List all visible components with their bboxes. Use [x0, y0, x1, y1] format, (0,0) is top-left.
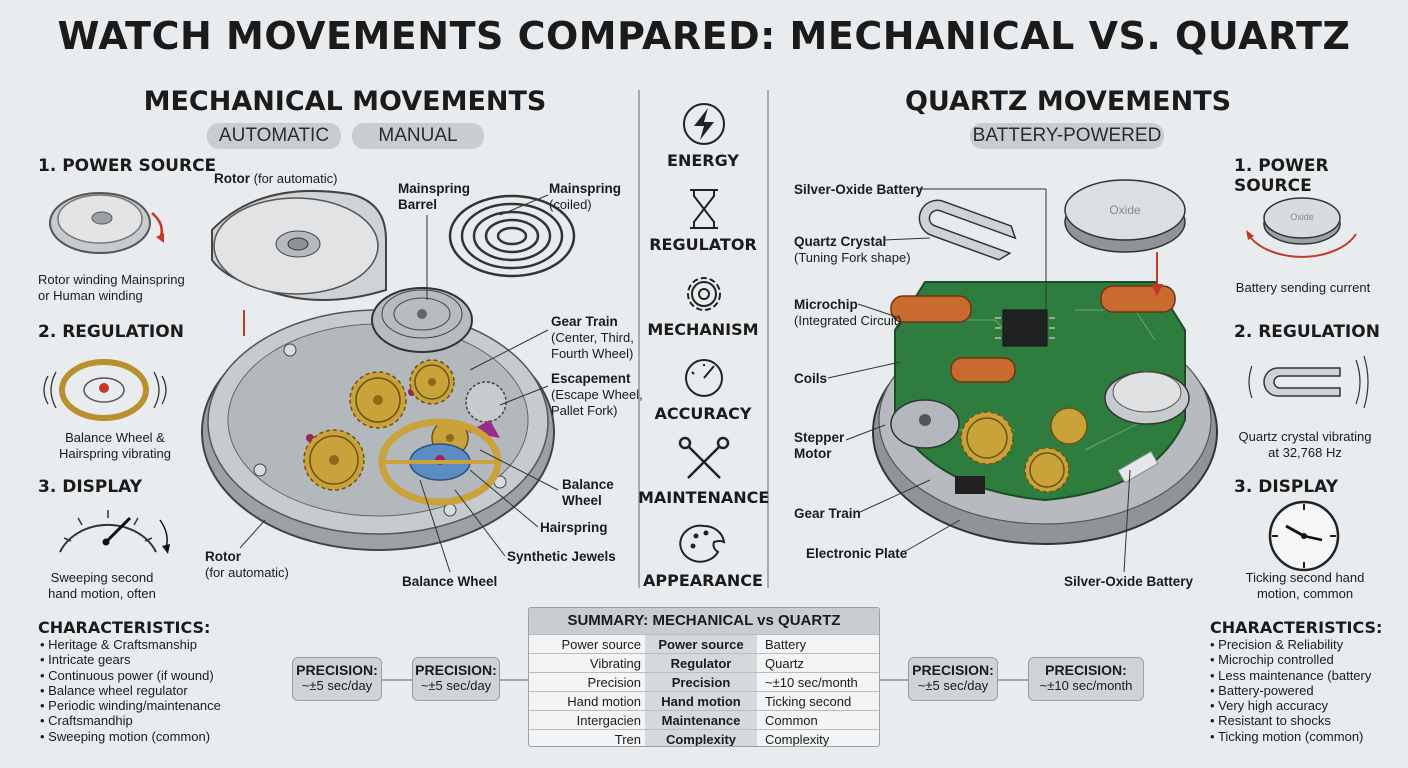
list-item: Battery-powered — [1210, 683, 1400, 698]
quartz-characteristics-title: CHARACTERISTICS: — [1210, 618, 1383, 637]
page-title: WATCH MOVEMENTS COMPARED: MECHANICAL VS.… — [57, 14, 1351, 58]
precision-box-quartz-2: PRECISION:~±10 sec/month — [1028, 657, 1144, 701]
label-synthetic-jewels: Synthetic Jewels — [507, 549, 616, 564]
mech-power-heading: 1. POWER SOURCE — [38, 156, 217, 176]
divider-left — [638, 90, 640, 588]
gear-icon — [687, 277, 721, 311]
list-item: Ticking motion (common) — [1210, 729, 1400, 744]
label-silver-oxide-battery-bottom: Silver-Oxide Battery — [1064, 574, 1194, 589]
tuning-fork-icon — [1248, 355, 1369, 409]
quartz-characteristics-list: Precision & Reliability Microchip contro… — [1210, 637, 1400, 744]
battery-small-text: Oxide — [1290, 212, 1314, 222]
list-item: Balance wheel regulator — [40, 683, 221, 698]
divider-right — [767, 90, 769, 588]
label-rotor-bottom: Rotor(for automatic) — [205, 549, 289, 580]
quartz-movement-illustration: Oxide — [872, 179, 1218, 545]
tag-automatic: AUTOMATIC — [207, 123, 341, 149]
label-rotor-top: Rotor (for automatic) — [214, 171, 338, 186]
palette-icon — [679, 524, 726, 563]
mechanical-leader-lines — [239, 194, 559, 573]
list-item: Periodic winding/maintenance — [40, 698, 221, 713]
label-gear-train: Gear Train(Center, Third,Fourth Wheel) — [551, 314, 634, 361]
label-escapement: Escapement(Escape Wheel,Pallet Fork) — [551, 371, 643, 418]
list-item: Heritage & Craftsmanship — [40, 637, 221, 652]
mech-characteristics-list: Heritage & Craftsmanship Intricate gears… — [40, 637, 221, 744]
energy-icon — [683, 103, 725, 145]
balance-wheel-icon — [43, 359, 167, 421]
tag-manual: MANUAL — [352, 123, 484, 149]
summary-title: SUMMARY: MECHANICAL vs QUARTZ — [529, 608, 879, 634]
axis-label-mechanism: MECHANISM — [647, 320, 759, 339]
precision-box-mech-2: PRECISION:~±5 sec/day — [412, 657, 500, 701]
label-microchip: Microchip(Integrated Circuit) — [794, 297, 902, 328]
sweeping-dial-icon — [59, 510, 170, 554]
label-quartz-crystal: Quartz Crystal(Tuning Fork shape) — [794, 234, 911, 265]
tag-battery-powered: BATTERY-POWERED — [970, 123, 1164, 149]
mech-characteristics-title: CHARACTERISTICS: — [38, 618, 211, 637]
list-item: Craftsmandhip — [40, 713, 221, 728]
precision-box-quartz-1: PRECISION:~±5 sec/day — [908, 657, 998, 701]
ticking-clock-icon — [1268, 500, 1340, 572]
mechanical-title: MECHANICAL MOVEMENTS — [143, 86, 547, 117]
rotor-winding-icon — [49, 192, 164, 254]
list-item: Sweeping motion (common) — [40, 729, 221, 744]
label-silver-oxide-battery-top: Silver-Oxide Battery — [794, 182, 924, 197]
list-item: Very high accuracy — [1210, 698, 1400, 713]
quartz-leader-lines — [827, 188, 1131, 573]
mech-display-heading: 3. DISPLAY — [38, 477, 143, 497]
axis-label-appearance: APPEARANCE — [643, 571, 763, 590]
quartz-power-heading: 1. POWER SOURCE — [1234, 156, 1329, 196]
axis-label-maintenance: MAINTENANCE — [638, 488, 770, 507]
axis-label-accuracy: ACCURACY — [654, 404, 752, 423]
label-mainspring: Mainspring(coiled) — [549, 181, 622, 212]
axis-label-regulator: REGULATOR — [649, 235, 757, 254]
quartz-display-heading: 3. DISPLAY — [1234, 477, 1339, 497]
mech-regulation-caption: Balance Wheel &Hairspring vibrating — [59, 430, 171, 461]
label-gear-train-quartz: Gear Train — [794, 506, 861, 521]
list-item: Precision & Reliability — [1210, 637, 1400, 652]
axis-label-energy: ENERGY — [667, 151, 739, 170]
label-coils: Coils — [794, 371, 828, 386]
label-electronic-plate: Electronic Plate — [806, 546, 908, 561]
tools-icon — [678, 436, 730, 479]
list-item: Less maintenance (battery — [1210, 668, 1400, 683]
label-balance-wheel-bottom: Balance Wheel — [402, 574, 498, 589]
quartz-power-caption: Battery sending current — [1235, 280, 1371, 295]
hourglass-icon — [690, 189, 718, 229]
mech-regulation-heading: 2. REGULATION — [38, 322, 184, 342]
battery-large-text: Oxide — [1109, 203, 1141, 217]
summary-table: SUMMARY: MECHANICAL vs QUARTZ Power sour… — [528, 607, 880, 747]
precision-box-mech-1: PRECISION:~±5 sec/day — [292, 657, 382, 701]
comparison-icons — [678, 103, 730, 563]
gauge-icon — [685, 359, 723, 397]
quartz-regulation-heading: 2. REGULATION — [1234, 322, 1380, 342]
mechanical-movement-illustration — [201, 189, 576, 551]
list-item: Microchip controlled — [1210, 652, 1400, 667]
list-item: Resistant to shocks — [1210, 713, 1400, 728]
label-hairspring: Hairspring — [540, 520, 608, 535]
list-item: Continuous power (if wound) — [40, 668, 221, 683]
battery-small-icon: Oxide — [1246, 197, 1357, 258]
quartz-title: QUARTZ MOVEMENTS — [904, 86, 1232, 117]
list-item: Intricate gears — [40, 652, 221, 667]
